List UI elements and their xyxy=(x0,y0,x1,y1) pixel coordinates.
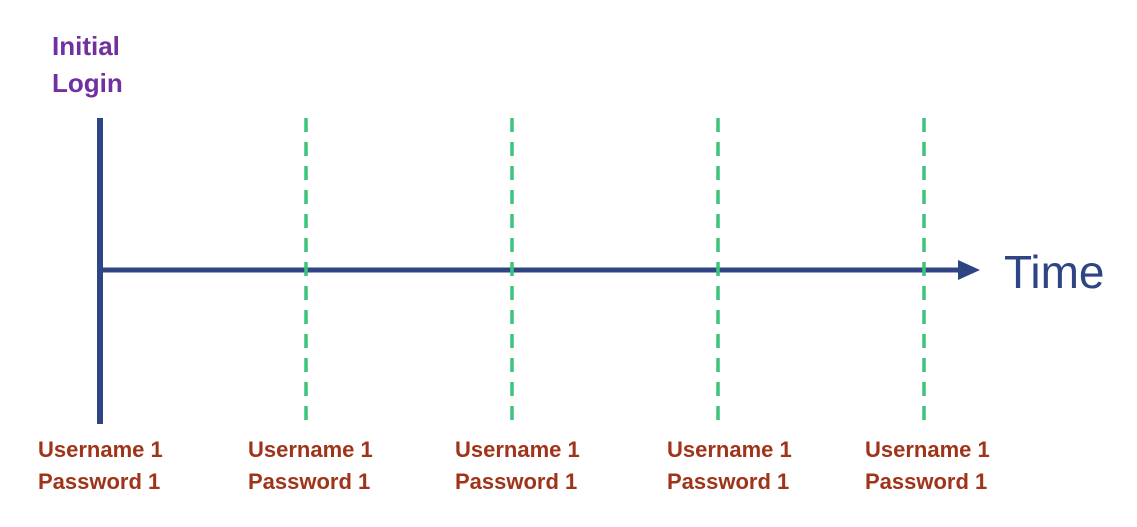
username-label: Username 1 xyxy=(248,437,373,462)
password-label: Password 1 xyxy=(38,469,161,494)
username-label: Username 1 xyxy=(455,437,580,462)
password-label: Password 1 xyxy=(667,469,790,494)
initial-login-line-1: Initial xyxy=(52,31,120,61)
password-label: Password 1 xyxy=(248,469,371,494)
credential-group-4: Username 1 Password 1 xyxy=(667,434,792,498)
credential-group-5: Username 1 Password 1 xyxy=(865,434,990,498)
password-label: Password 1 xyxy=(455,469,578,494)
initial-login-line-2: Login xyxy=(52,68,123,98)
initial-login-label: Initial Login xyxy=(52,28,123,102)
credential-group-3: Username 1 Password 1 xyxy=(455,434,580,498)
username-label: Username 1 xyxy=(865,437,990,462)
credential-group-2: Username 1 Password 1 xyxy=(248,434,373,498)
password-label: Password 1 xyxy=(865,469,988,494)
credential-group-1: Username 1 Password 1 xyxy=(38,434,163,498)
username-label: Username 1 xyxy=(38,437,163,462)
username-label: Username 1 xyxy=(667,437,792,462)
time-axis-label: Time xyxy=(1004,246,1105,298)
time-axis-arrowhead xyxy=(958,260,980,280)
